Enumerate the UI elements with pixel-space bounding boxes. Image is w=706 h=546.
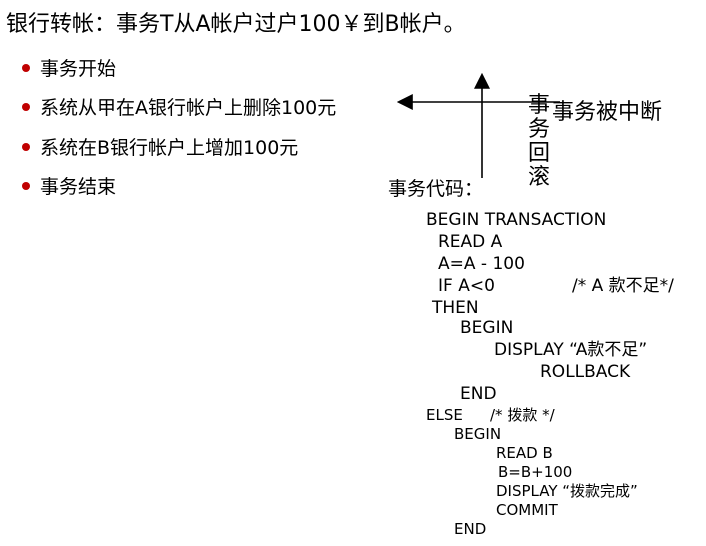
code-line: THEN (432, 298, 479, 318)
code-line: READ B (496, 444, 553, 462)
bullet-dot-icon (22, 63, 30, 72)
code-line: DISPLAY “A款不足” (494, 340, 648, 360)
code-line: BEGIN (460, 318, 514, 338)
code-line: END (460, 384, 497, 404)
bullet-item-1: 事务开始 (22, 54, 116, 81)
bullet-text: 事务开始 (40, 58, 117, 80)
code-comment: /* A 款不足*/ (572, 276, 674, 296)
code-line: COMMIT (496, 501, 558, 519)
code-line: ROLLBACK (540, 362, 631, 382)
code-line: READ A (438, 232, 503, 252)
code-line: A=A - 100 (438, 254, 525, 274)
bullet-item-3: 系统在B银行帐户上增加100元 (22, 133, 298, 160)
interrupted-label: 事务被中断 (552, 100, 663, 125)
code-comment: /* 拨款 */ (490, 406, 555, 424)
bullet-dot-icon (22, 181, 30, 190)
code-line: IF A<0 (438, 276, 495, 296)
bullet-text: 事务结束 (40, 176, 117, 198)
bullet-item-4: 事务结束 (22, 172, 116, 199)
rollback-vertical-label: 事 务 回 滚 (528, 93, 551, 190)
code-line: BEGIN (454, 425, 502, 443)
code-line: END (454, 520, 487, 538)
code-line: ELSE (426, 406, 463, 424)
code-label: 事务代码： (388, 178, 484, 200)
code-line: DISPLAY “拨款完成” (496, 482, 638, 500)
bullet-item-2: 系统从甲在A银行帐户上删除100元 (22, 93, 336, 120)
page-title: 银行转帐：事务T从A帐户过户100￥到B帐户。 (6, 12, 466, 37)
bullet-text: 系统在B银行帐户上增加100元 (40, 137, 299, 159)
bullet-text: 系统从甲在A银行帐户上删除100元 (40, 97, 337, 119)
code-line: B=B+100 (498, 463, 573, 481)
bullet-dot-icon (22, 142, 30, 151)
bullet-dot-icon (22, 102, 30, 111)
code-line: BEGIN TRANSACTION (426, 210, 607, 230)
